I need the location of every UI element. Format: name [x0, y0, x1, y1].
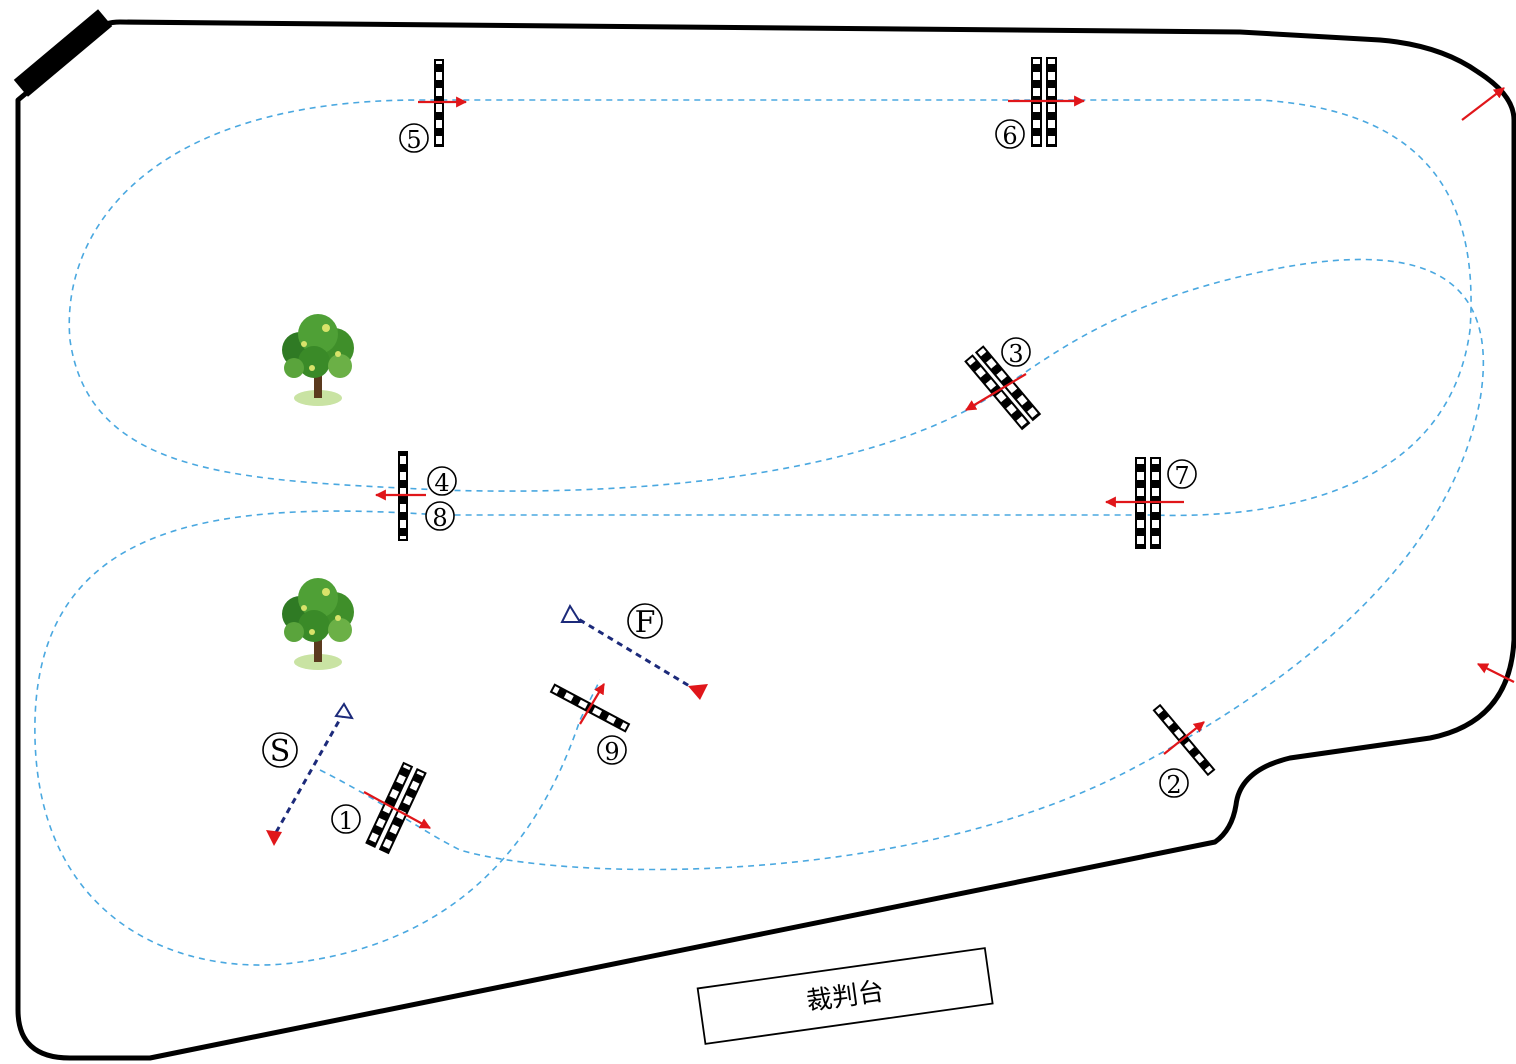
- arena-boundary: [15, 19, 1516, 1061]
- number-circle: [399, 123, 429, 153]
- exit-arrow-icon: [1461, 87, 1505, 121]
- obstacle-7: 7: [1104, 457, 1197, 549]
- obstacle-4: 4: [374, 451, 457, 541]
- number-circle: [425, 501, 455, 531]
- obstacle-1: 1: [331, 761, 431, 855]
- number-circle: [1159, 768, 1189, 798]
- obstacle-8: 8: [425, 501, 455, 532]
- obstacle-5: 5: [399, 59, 468, 154]
- obstacle-3: 3: [964, 337, 1042, 431]
- route-path: [34, 99, 1485, 966]
- start-flag-blue: [334, 702, 354, 720]
- obstacle-2: 2: [1152, 703, 1216, 799]
- obstacle-3-number: 3: [1008, 340, 1023, 368]
- number-circle: [1167, 459, 1197, 489]
- obstacle-6: 6: [995, 57, 1086, 150]
- start-flag-red: [266, 830, 282, 846]
- obstacle-7-number: 7: [1174, 462, 1189, 490]
- finish-line: [560, 603, 708, 700]
- obstacle-2-number: 2: [1166, 771, 1181, 799]
- obstacle-8-number: 8: [432, 504, 447, 532]
- obstacle-1-number: 1: [338, 807, 353, 835]
- obstacle-6-number: 6: [1002, 122, 1017, 150]
- obstacle-4-number: 4: [434, 469, 449, 497]
- number-circle: [597, 735, 627, 765]
- obstacle-9-number: 9: [604, 738, 619, 766]
- number-circle: [331, 804, 361, 834]
- number-circle: [427, 466, 457, 496]
- obstacle-9: 9: [549, 683, 631, 766]
- finish-flag-red: [688, 684, 708, 700]
- finish-flag-blue: [560, 603, 582, 623]
- number-circle: [1001, 337, 1031, 367]
- corner-gate: [13, 9, 113, 97]
- obstacle-5-number: 5: [406, 126, 421, 154]
- start-label: S: [270, 734, 291, 769]
- entry-arrow-icon: [1477, 663, 1515, 683]
- judge-stand: 裁判台: [696, 947, 994, 1045]
- finish-label: F: [635, 605, 656, 640]
- number-circle: [995, 119, 1025, 149]
- start-line: [266, 702, 354, 846]
